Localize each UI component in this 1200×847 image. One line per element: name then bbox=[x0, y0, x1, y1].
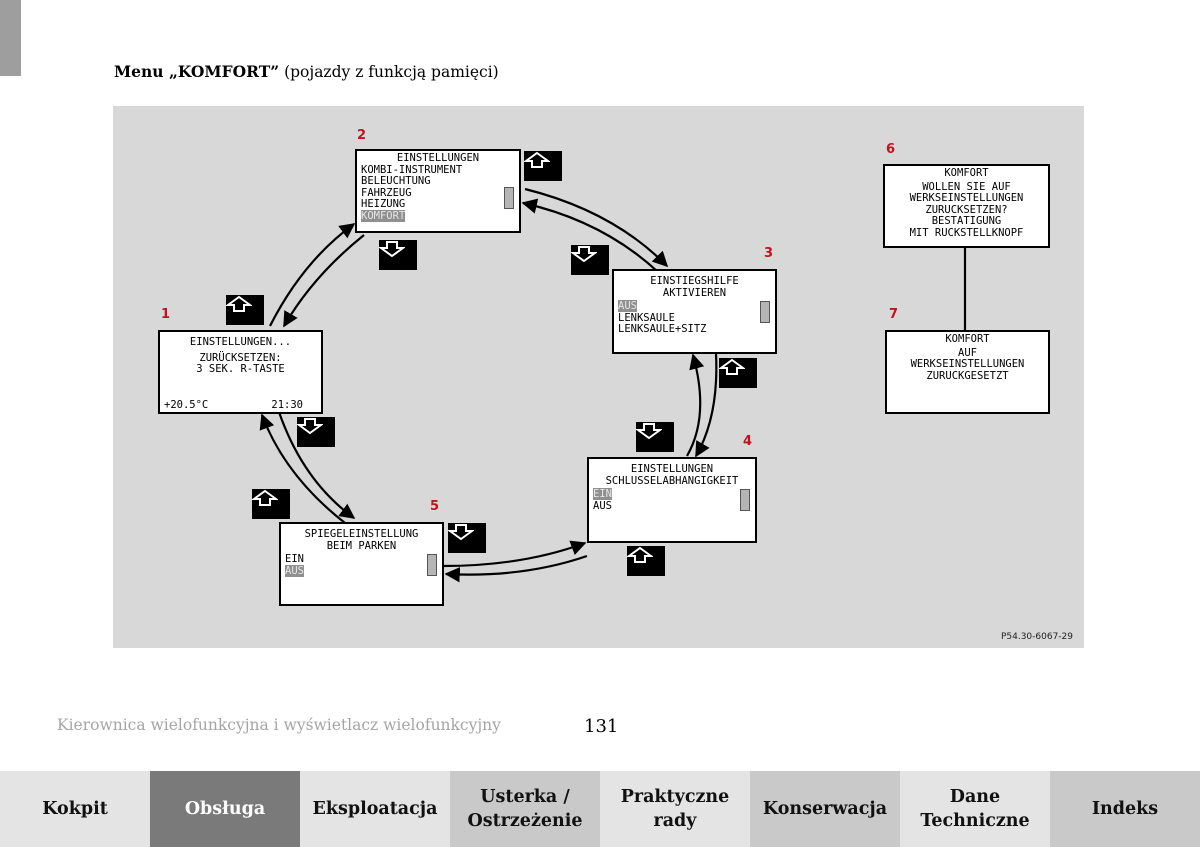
arrow-3-to-4 bbox=[695, 353, 718, 458]
up-arrow-button-icon bbox=[226, 295, 264, 325]
display-line: ZURUCKGESETZT bbox=[926, 369, 1009, 382]
scroll-indicator-icon bbox=[740, 489, 750, 511]
nav-tab-usterka[interactable]: Usterka /Ostrzeżenie bbox=[450, 771, 600, 847]
arrow-1-to-2 bbox=[269, 223, 356, 327]
up-arrow-button-icon bbox=[627, 546, 665, 576]
nav-tab-kokpit[interactable]: Kokpit bbox=[0, 771, 150, 847]
display-title: BEIM PARKEN bbox=[326, 539, 397, 552]
arrow-2-to-3 bbox=[524, 187, 669, 268]
menu-item: FAHRZEUG bbox=[361, 186, 412, 199]
menu-item: HEIZUNG bbox=[361, 198, 406, 210]
display-screen-2: EINSTELLUNGEN KOMBI-INSTRUMENT BELEUCHTU… bbox=[355, 149, 521, 233]
display-title: SPIEGELEINSTELLUNG bbox=[304, 528, 419, 540]
komfort-menu-diagram: 1 2 3 4 5 6 7 EINSTELLUNGEN... ZURÜCKSET… bbox=[113, 106, 1084, 648]
display-screen-4: EINSTELLUNGEN SCHLUSSELABHANGIGKEIT EIN … bbox=[587, 457, 757, 543]
status-line: +20.5°C 21:30 bbox=[164, 398, 317, 412]
display-title: AKTIVIEREN bbox=[662, 286, 727, 299]
screen-number-2: 2 bbox=[357, 128, 367, 143]
display-line: ZURUCKSETZEN? bbox=[925, 203, 1008, 216]
screen-number-3: 3 bbox=[764, 246, 774, 261]
scroll-indicator-icon bbox=[504, 187, 514, 209]
up-arrow-button-icon bbox=[252, 489, 290, 519]
display-line: WERKSEINSTELLUNGEN bbox=[910, 358, 1025, 370]
display-title: EINSTELLUNGEN bbox=[630, 463, 714, 475]
arrow-4-to-3 bbox=[686, 353, 705, 457]
down-arrow-button-icon bbox=[636, 422, 674, 452]
scroll-indicator-icon bbox=[427, 554, 437, 576]
down-arrow-button-icon bbox=[297, 417, 335, 447]
arrow-2-to-1 bbox=[283, 234, 365, 328]
arrow-1-to-5 bbox=[277, 411, 356, 519]
display-screen-5: SPIEGELEINSTELLUNG BEIM PARKEN EIN AUS bbox=[279, 522, 444, 606]
display-title: EINSTIEGSHILFE bbox=[650, 275, 739, 287]
clock-readout: 21:30 bbox=[271, 398, 303, 411]
menu-item-selected: EIN bbox=[593, 488, 612, 500]
menu-item-selected: AUS bbox=[285, 564, 304, 577]
flow-arrows bbox=[259, 187, 967, 583]
screen-number-4: 4 bbox=[743, 434, 753, 449]
arrow-5-to-4 bbox=[442, 540, 587, 568]
display-line: MIT RUCKSTELLKNOPF bbox=[909, 226, 1024, 239]
display-line: BESTATIGUNG bbox=[931, 215, 1002, 227]
menu-item: LENKSAULE bbox=[618, 311, 675, 324]
footer-section-title: Kierownica wielofunkcyjna i wyświetlacz … bbox=[57, 716, 501, 734]
page-number: 131 bbox=[584, 716, 619, 737]
menu-item-selected: KOMFORT bbox=[361, 209, 406, 222]
display-line: AUF bbox=[958, 346, 977, 359]
down-arrow-button-icon bbox=[379, 240, 417, 270]
arrow-3-to-2 bbox=[521, 198, 659, 273]
screen-number-1: 1 bbox=[161, 307, 171, 322]
display-line: ZURÜCKSETZEN: bbox=[199, 351, 282, 364]
up-arrow-button-icon bbox=[524, 151, 562, 181]
up-arrow-button-icon bbox=[719, 358, 757, 388]
arrow-5-to-1 bbox=[259, 413, 346, 524]
menu-item: BELEUCHTUNG bbox=[361, 175, 431, 187]
down-arrow-button-icon bbox=[571, 245, 609, 275]
page-heading: Menu „KOMFORT” (pojazdy z funkcją pamięc… bbox=[114, 62, 499, 81]
menu-item-selected: AUS bbox=[618, 300, 637, 312]
menu-item: EIN bbox=[285, 553, 304, 565]
display-screen-6: KOMFORT WOLLEN SIE AUF WERKSEINSTELLUNGE… bbox=[883, 164, 1050, 248]
figure-code: P54.30-6067-29 bbox=[1000, 632, 1073, 642]
screen-number-7: 7 bbox=[889, 307, 899, 322]
screen-number-5: 5 bbox=[430, 499, 440, 514]
screen-number-6: 6 bbox=[886, 142, 896, 157]
display-line: WERKSEINSTELLUNGEN bbox=[909, 192, 1024, 204]
nav-tab-indeks[interactable]: Indeks bbox=[1050, 771, 1200, 847]
arrow-4-to-5 bbox=[444, 554, 588, 583]
display-title: SCHLUSSELABHANGIGKEIT bbox=[605, 474, 739, 487]
display-screen-7: KOMFORT AUF WERKSEINSTELLUNGEN ZURUCKGES… bbox=[885, 330, 1050, 414]
page-edge-marker bbox=[0, 0, 21, 76]
scroll-indicator-icon bbox=[760, 301, 770, 323]
display-line: KOMFORT bbox=[944, 167, 989, 179]
nav-tab-obsluga[interactable]: Obsługa bbox=[150, 771, 300, 847]
display-line: 3 SEK. R-TASTE bbox=[196, 363, 285, 375]
display-line: KOMFORT bbox=[945, 333, 990, 345]
display-screen-1: EINSTELLUNGEN... ZURÜCKSETZEN: 3 SEK. R-… bbox=[158, 330, 323, 414]
menu-item: KOMBI-INSTRUMENT bbox=[361, 163, 463, 176]
display-title: EINSTELLUNGEN bbox=[396, 152, 480, 164]
nav-tab-konserwacja[interactable]: Konserwacja bbox=[750, 771, 900, 847]
display-screen-3: EINSTIEGSHILFE AKTIVIEREN AUS LENKSAULE … bbox=[612, 269, 777, 354]
nav-tab-eksploatacja[interactable]: Eksploatacja bbox=[300, 771, 450, 847]
temperature-readout: +20.5°C bbox=[164, 398, 209, 411]
display-line: WOLLEN SIE AUF bbox=[922, 180, 1011, 193]
menu-item: LENKSAULE+SITZ bbox=[618, 323, 707, 335]
display-line: EINSTELLUNGEN... bbox=[189, 336, 292, 348]
chapter-navigation: Kokpit Obsługa Eksploatacja Usterka /Ost… bbox=[0, 771, 1200, 847]
down-arrow-button-icon bbox=[448, 523, 486, 553]
menu-item: AUS bbox=[593, 499, 612, 512]
